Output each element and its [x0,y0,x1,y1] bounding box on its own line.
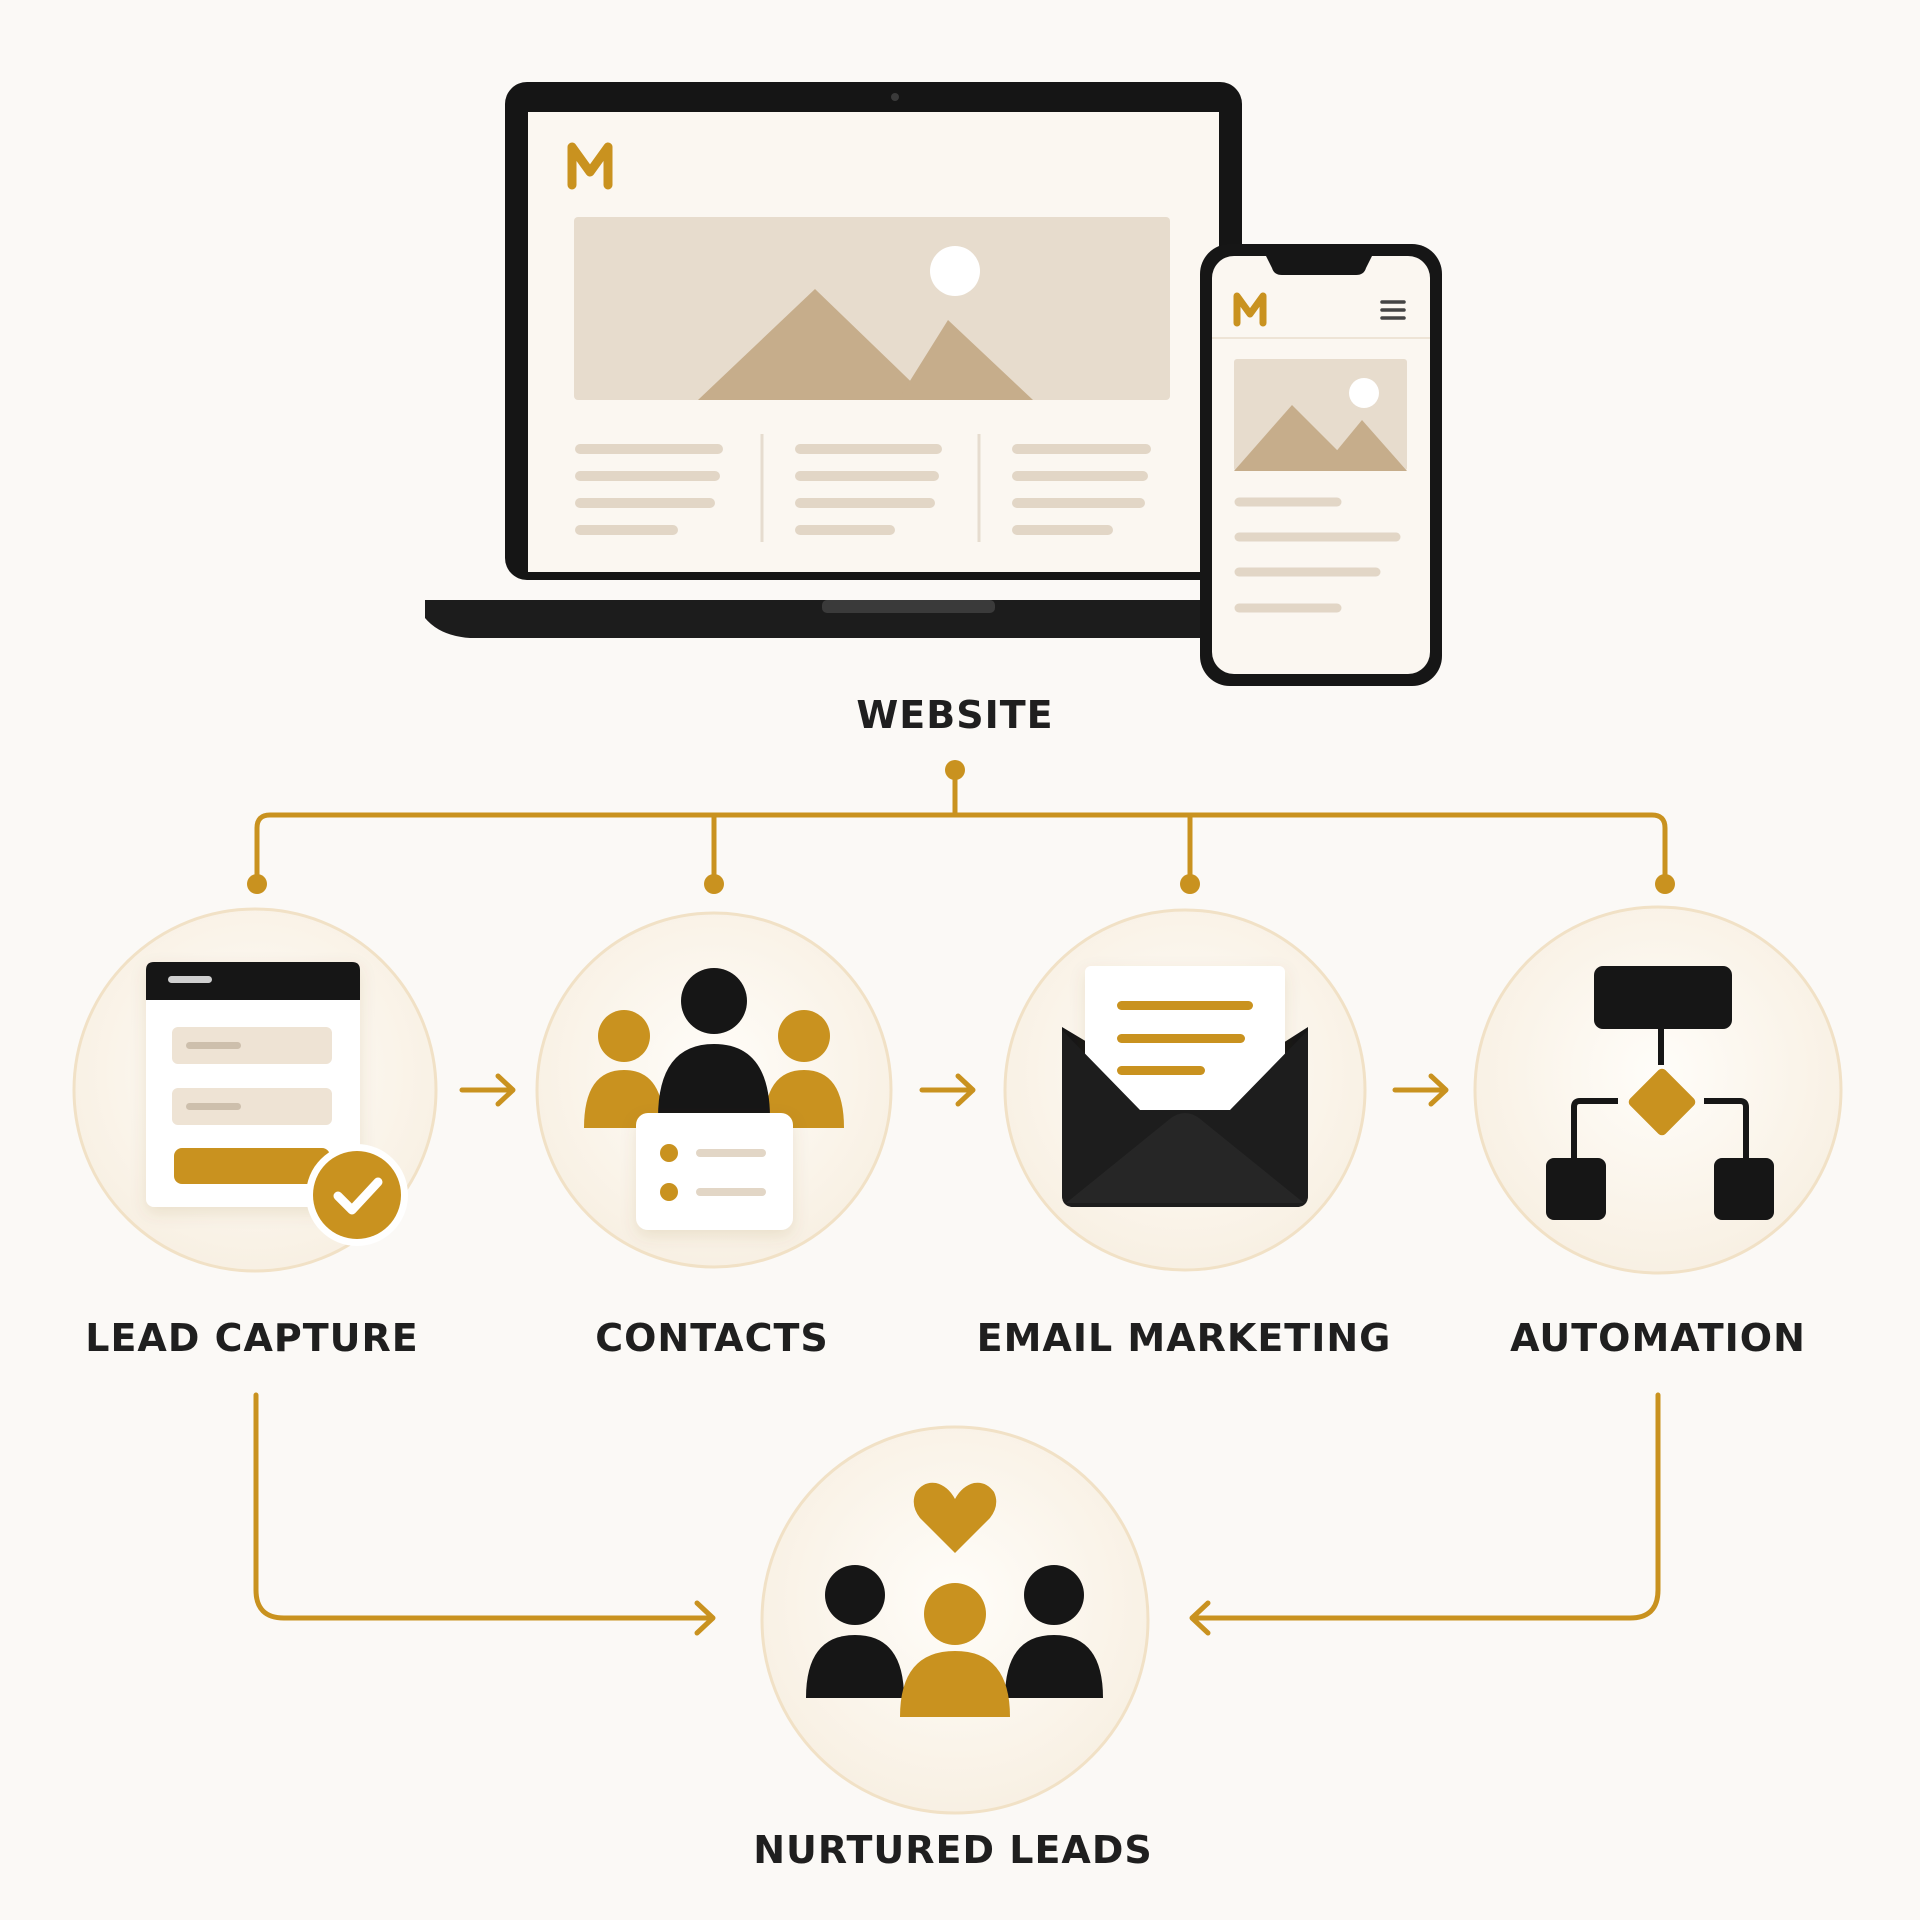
stage-label-contacts: CONTACTS [595,1316,829,1360]
connector-lines [254,770,1668,884]
form-check-icon [146,962,408,1246]
arrow-right-icon [1392,1073,1449,1107]
contacts-group-icon [584,968,844,1230]
nurtured-people-heart-icon [806,1482,1103,1717]
workflow-icon [1546,966,1774,1220]
hamburger-menu-icon [1380,300,1406,320]
phone-hero-image-icon [1234,359,1407,471]
result-label-nurtured-leads: NURTURED LEADS [753,1828,1153,1872]
arrow-right-icon [459,1073,516,1107]
connector-nodes [247,760,1675,894]
laptop-logo-icon [567,142,613,190]
stage-label-automation: AUTOMATION [1510,1316,1806,1360]
arrow-right-icon [919,1073,976,1107]
smartphone-icon [1200,244,1442,686]
laptop-text-columns [575,444,1151,535]
website-label: WEBSITE [856,693,1054,737]
laptop-hero-image-icon [574,217,1170,400]
phone-logo-icon [1233,292,1267,327]
laptop-icon [425,82,1242,638]
stage-arrows [459,1073,1449,1107]
result-arrows [253,1392,1661,1636]
stage-label-lead-capture: LEAD CAPTURE [85,1316,419,1360]
stage-label-email-marketing: EMAIL MARKETING [976,1316,1392,1360]
envelope-letter-icon [1062,966,1308,1207]
